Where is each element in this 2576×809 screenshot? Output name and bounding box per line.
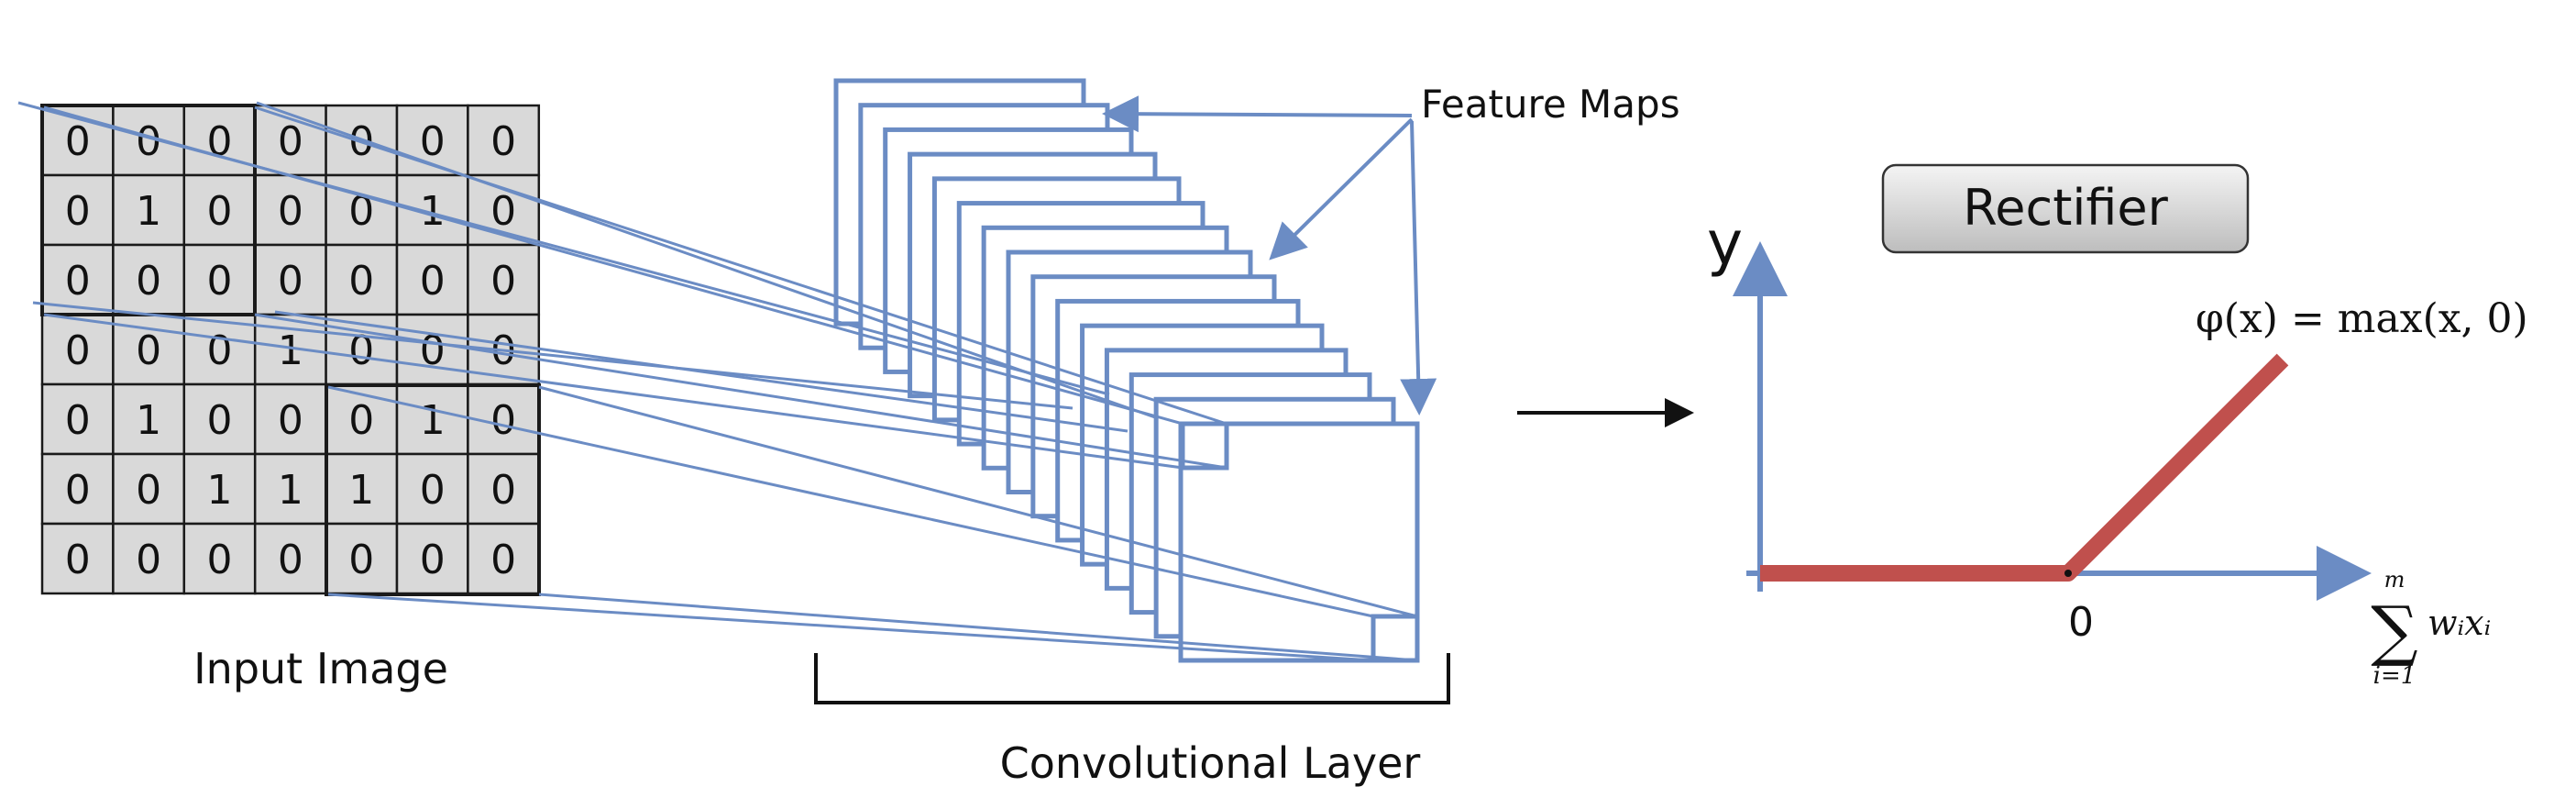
grid-cell-value: 0 <box>420 467 446 514</box>
grid-cell <box>40 173 115 247</box>
grid-cell-value: 0 <box>65 188 91 235</box>
grid-cell <box>112 243 186 316</box>
grid-cell-value: 0 <box>136 258 161 305</box>
sum-symbol: ∑ <box>2371 592 2417 669</box>
grid-cell-value: 0 <box>136 467 161 514</box>
receptive-square-bottom <box>1371 614 1420 663</box>
grid-cell-value: 0 <box>348 258 374 305</box>
grid-cell-value: 0 <box>136 118 161 165</box>
x-axis-sum-label: m ∑ i=1 wᵢxᵢ <box>2371 567 2491 690</box>
grid-cell <box>112 452 186 526</box>
y-axis-label: y <box>1707 208 1743 279</box>
grid-cell <box>112 522 186 595</box>
grid-cell-value: 1 <box>136 397 161 444</box>
sum-upper-limit: m <box>2384 567 2405 593</box>
grid-cell-value: 0 <box>348 537 374 583</box>
grid-cell <box>40 452 115 526</box>
input-image-label: Input Image <box>193 644 448 693</box>
grid-cell-value: 1 <box>348 467 374 514</box>
feature-map <box>1178 421 1420 663</box>
grid-cell-value: 0 <box>207 258 233 305</box>
grid-cell <box>182 243 257 316</box>
origin-dot <box>2064 570 2072 577</box>
grid-cell-value: 0 <box>490 397 516 444</box>
projection-lines <box>17 101 1418 662</box>
grid-cell <box>467 104 541 177</box>
grid-cell-value: 0 <box>490 467 516 514</box>
grid-cell-value: 0 <box>420 118 446 165</box>
grid-cell-value: 1 <box>136 188 161 235</box>
grid-cell-value: 0 <box>278 118 303 165</box>
grid-cell-value: 1 <box>278 467 303 514</box>
grid-cell <box>395 313 469 386</box>
grid-cell-value: 0 <box>65 537 91 583</box>
feature-maps-arrow-left <box>1102 95 1413 133</box>
grid-cell <box>395 522 469 595</box>
feature-maps-label: Feature Maps <box>1421 82 1680 127</box>
grid-cell-value: 1 <box>207 467 233 514</box>
grid-cell-value: 0 <box>207 188 233 235</box>
feature-maps-arrow-middle <box>1269 117 1414 260</box>
grid-cell <box>182 522 257 595</box>
grid-cell-value: 0 <box>65 118 91 165</box>
grid-cell <box>253 382 327 456</box>
convolutional-layer-label: Convolutional Layer <box>1000 738 1421 788</box>
grid-cell-value: 0 <box>490 258 516 305</box>
grid-cell-value: 0 <box>490 188 516 235</box>
feature-maps-arrow-down <box>1400 120 1437 416</box>
grid-cell-value: 1 <box>420 397 446 444</box>
grid-cell-value: 0 <box>65 327 91 374</box>
grid-cell-value: 0 <box>490 537 516 583</box>
grid-cell-value: 0 <box>207 327 233 374</box>
grid-cell <box>182 173 257 247</box>
receptive-square-top <box>1180 421 1229 471</box>
relu-function-label: φ(x) = max(x, 0) <box>2196 295 2528 342</box>
grid-cell <box>40 313 115 386</box>
grid-cell-value: 0 <box>65 397 91 444</box>
sum-lower-limit: i=1 <box>2373 662 2416 690</box>
grid-cell-value: 0 <box>490 118 516 165</box>
feature-map-stack <box>833 78 1420 663</box>
rectifier-button: Rectifier <box>1881 163 2250 254</box>
feature-maps-arrows <box>1102 95 1437 416</box>
grid-cell-value: 0 <box>136 537 161 583</box>
relu-curve <box>1760 353 2289 582</box>
grid-cell-value: 0 <box>65 467 91 514</box>
convolutional-layer-bracket <box>814 653 1450 704</box>
grid-cell <box>253 522 327 595</box>
grid-cell-value: 0 <box>278 258 303 305</box>
filter-window-bottom-right <box>325 383 541 596</box>
origin-label: 0 <box>2068 599 2094 646</box>
grid-cell-value: 1 <box>278 327 303 374</box>
sum-term: wᵢxᵢ <box>2427 603 2491 643</box>
grid-cell-value: 0 <box>278 537 303 583</box>
grid-cell <box>467 452 541 526</box>
grid-cell <box>112 382 186 456</box>
grid-cell-value: 0 <box>420 258 446 305</box>
grid-cell-value: 0 <box>136 327 161 374</box>
grid-cell-value: 0 <box>65 258 91 305</box>
grid-cell-value: 0 <box>278 397 303 444</box>
grid-cell-value: 0 <box>420 537 446 583</box>
grid-cell <box>395 243 469 316</box>
receptive-squares <box>1180 421 1420 663</box>
grid-cell-value: 0 <box>207 537 233 583</box>
grid-cell <box>395 452 469 526</box>
grid-cell <box>325 452 399 526</box>
grid-cell <box>112 104 186 177</box>
grid-cell-value: 0 <box>348 397 374 444</box>
grid-cell <box>40 522 115 595</box>
grid-cell-value: 0 <box>278 188 303 235</box>
grid-cell-value: 0 <box>207 397 233 444</box>
rectifier-button-label: Rectifier <box>1963 179 2168 237</box>
grid-cell <box>40 382 115 456</box>
